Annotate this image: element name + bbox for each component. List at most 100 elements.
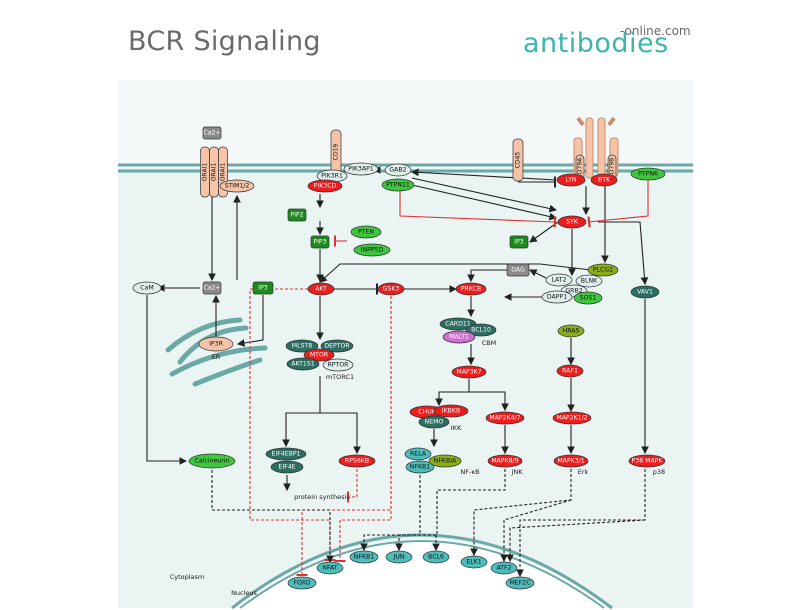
node-label: IP3	[258, 285, 268, 292]
node-eif4ebp1: EIF4EBP1	[265, 447, 307, 461]
label-protein-synthesis: protein synthesis	[294, 493, 350, 501]
node-label: PTPN6	[638, 171, 658, 178]
node-ca-in: Ca2+	[202, 281, 222, 295]
node-label: IP3R	[209, 341, 223, 348]
node-label: DAPP1	[547, 294, 567, 301]
edge-50	[500, 499, 572, 563]
node-label: MAPK3/1	[557, 458, 584, 465]
node-pten: PTEN	[350, 225, 382, 239]
edge-33	[411, 177, 558, 213]
node-akt1s1: AKT1S1	[286, 357, 320, 371]
node-label: RELA	[410, 451, 427, 458]
node-label: MALT1	[449, 334, 469, 341]
edge-32	[410, 168, 557, 181]
node-ptpn11: PTPN11	[381, 178, 415, 192]
edge-12	[320, 412, 361, 455]
edge-51	[516, 469, 646, 578]
node-dapp1: DAPP1	[541, 290, 573, 304]
node-btk: BTK	[590, 173, 618, 187]
node-bcl10: BCL10	[465, 323, 497, 337]
node-label: ELK1	[466, 559, 481, 566]
node-label: MEF2C	[509, 580, 530, 587]
node-dag: DAG	[506, 263, 530, 277]
node-label: EIF4E	[278, 464, 295, 471]
node-label: INPP5D	[361, 247, 384, 254]
node-label: BCL10	[471, 327, 491, 334]
label-nucleus: Nucleus	[231, 589, 257, 597]
node-deptor: DEPTOR	[320, 339, 354, 353]
edge-3	[236, 295, 264, 347]
node-stim: STIM1/2	[219, 179, 255, 193]
node-label: PLCG2	[593, 267, 613, 274]
nuclear-envelope-inner	[239, 540, 605, 609]
node-label: VAV1	[637, 289, 653, 296]
label-p38: p38	[653, 468, 665, 476]
node-mapk3: MAPK3/1	[553, 454, 589, 468]
node-label: AKT	[315, 286, 327, 293]
node-label: CD19	[333, 144, 340, 161]
node-label: PIP3	[313, 239, 326, 246]
node-lyn: LYN	[556, 173, 586, 187]
edge-38	[529, 269, 547, 279]
label-cbm: CBM	[482, 339, 497, 347]
label-ikk: IKK	[451, 424, 462, 432]
edge-46	[211, 470, 334, 564]
node-label: MAPK8/9	[491, 458, 518, 465]
node-label: PIK3R1	[321, 173, 343, 180]
node-label: EIF4EBP1	[271, 451, 300, 458]
node-pip3: PIP3	[310, 235, 330, 249]
node-label: CD45	[515, 152, 522, 169]
node-syk: SYK	[557, 215, 587, 229]
node-ip3-a: IP3	[252, 281, 274, 295]
node-label: PTEN	[358, 229, 374, 236]
node-rps6kb: RPS6KB	[338, 454, 376, 468]
node-label: SYK	[566, 219, 579, 226]
node-mtor: MTOR	[303, 348, 335, 362]
node-label: STIM1/2	[225, 183, 250, 190]
edge-19	[435, 379, 470, 407]
edge-11	[282, 376, 321, 448]
node-orai1-a: ORAI1	[200, 146, 210, 198]
node-label: CD79B	[609, 158, 616, 179]
node-bcl6: BCL6	[422, 550, 450, 564]
node-label: IP3	[514, 239, 524, 246]
node-label: RAF1	[562, 368, 578, 375]
node-p38mapk: P38 MAPK	[628, 454, 666, 468]
node-label: DEPTOR	[324, 343, 350, 350]
node-label: MAP2K1/2	[556, 415, 587, 422]
node-card11: CARD11	[439, 317, 477, 331]
node-label: SOS1	[580, 295, 597, 302]
node-label: BTK	[598, 177, 611, 184]
node-label: BLNK	[581, 278, 598, 285]
node-lat2: LAT2	[545, 273, 573, 287]
node-label: PIK3AP1	[348, 166, 374, 173]
node-label: GRB2	[565, 288, 582, 295]
edge-40	[467, 269, 507, 283]
label-jnk: JNK	[510, 468, 523, 476]
node-label: MLST8	[292, 343, 312, 350]
node-label: Ca2+	[203, 130, 220, 137]
node-label: Calcineurin	[195, 458, 230, 465]
node-label: RPTOR	[328, 362, 350, 369]
node-label: PTPN11	[386, 182, 410, 189]
node-label: ORAI1	[220, 163, 227, 182]
label-erk: Erk	[578, 468, 589, 476]
node-ikbkb: IKBKB	[433, 404, 469, 418]
node-atf2: ATF2	[490, 561, 518, 575]
node-vav1: VAV1	[630, 285, 660, 299]
edge-35	[587, 180, 649, 228]
node-label: AKT1S1	[291, 361, 314, 368]
node-map2k47: MAP2K4/7	[485, 411, 525, 425]
node-cd19: CD19	[330, 129, 342, 175]
node-inpp5d: INPP5D	[353, 243, 391, 257]
label-nfkb: NF-κB	[460, 468, 479, 476]
edge-28	[529, 221, 559, 243]
node-ca-out: Ca2+	[202, 126, 222, 140]
node-label: JUN	[393, 554, 405, 561]
edge-36	[399, 186, 557, 228]
edge-49	[470, 469, 572, 557]
node-elk1: ELK1	[460, 555, 488, 569]
node-nemo: NEMO	[418, 415, 450, 429]
node-pik3cd: PIK3CD	[307, 179, 343, 193]
